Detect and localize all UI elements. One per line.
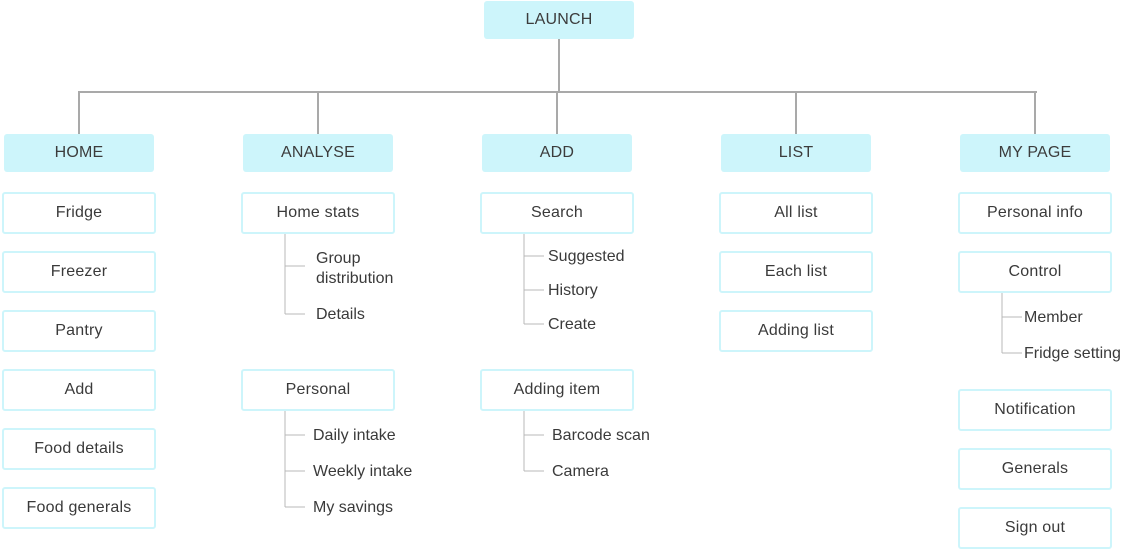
launch-node[interactable]: LAUNCH xyxy=(484,1,634,39)
sub-item-my-savings[interactable]: My savings xyxy=(313,499,394,516)
menu-item-all-list[interactable]: All list xyxy=(719,192,873,234)
menu-item-control[interactable]: Control xyxy=(958,251,1112,293)
menu-item-adding-list[interactable]: Adding list xyxy=(719,310,873,352)
menu-item-each-list[interactable]: Each list xyxy=(719,251,873,293)
sub-item-history[interactable]: History xyxy=(548,282,598,299)
sub-item-barcode-scan[interactable]: Barcode scan xyxy=(552,427,650,444)
sub-item-camera[interactable]: Camera xyxy=(552,463,609,480)
sub-item-member[interactable]: Member xyxy=(1024,309,1083,326)
sub-item-weekly-intake[interactable]: Weekly intake xyxy=(313,463,413,480)
menu-item-generals[interactable]: Generals xyxy=(958,448,1112,490)
menu-item-food-details[interactable]: Food details xyxy=(2,428,156,470)
section-header-home[interactable]: HOME xyxy=(4,134,154,172)
section-header-list[interactable]: LIST xyxy=(721,134,871,172)
sub-item-daily-intake[interactable]: Daily intake xyxy=(313,427,396,444)
menu-item-personal[interactable]: Personal xyxy=(241,369,395,411)
section-header-add[interactable]: ADD xyxy=(482,134,632,172)
menu-item-home-stats[interactable]: Home stats xyxy=(241,192,395,234)
sub-item-suggested[interactable]: Suggested xyxy=(548,248,625,265)
menu-item-pantry[interactable]: Pantry xyxy=(2,310,156,352)
sub-item-create[interactable]: Create xyxy=(548,316,597,333)
menu-item-search[interactable]: Search xyxy=(480,192,634,234)
menu-item-fridge[interactable]: Fridge xyxy=(2,192,156,234)
sub-item-details[interactable]: Details xyxy=(316,306,365,323)
menu-item-personal-info[interactable]: Personal info xyxy=(958,192,1112,234)
menu-item-adding-item[interactable]: Adding item xyxy=(480,369,634,411)
menu-item-add[interactable]: Add xyxy=(2,369,156,411)
menu-item-food-generals[interactable]: Food generals xyxy=(2,487,156,529)
sub-item-fridge-setting[interactable]: Fridge setting xyxy=(1024,345,1121,362)
menu-item-notification[interactable]: Notification xyxy=(958,389,1112,431)
menu-item-freezer[interactable]: Freezer xyxy=(2,251,156,293)
section-header-analyse[interactable]: ANALYSE xyxy=(243,134,393,172)
menu-item-sign-out[interactable]: Sign out xyxy=(958,507,1112,549)
section-header-my-page[interactable]: MY PAGE xyxy=(960,134,1110,172)
